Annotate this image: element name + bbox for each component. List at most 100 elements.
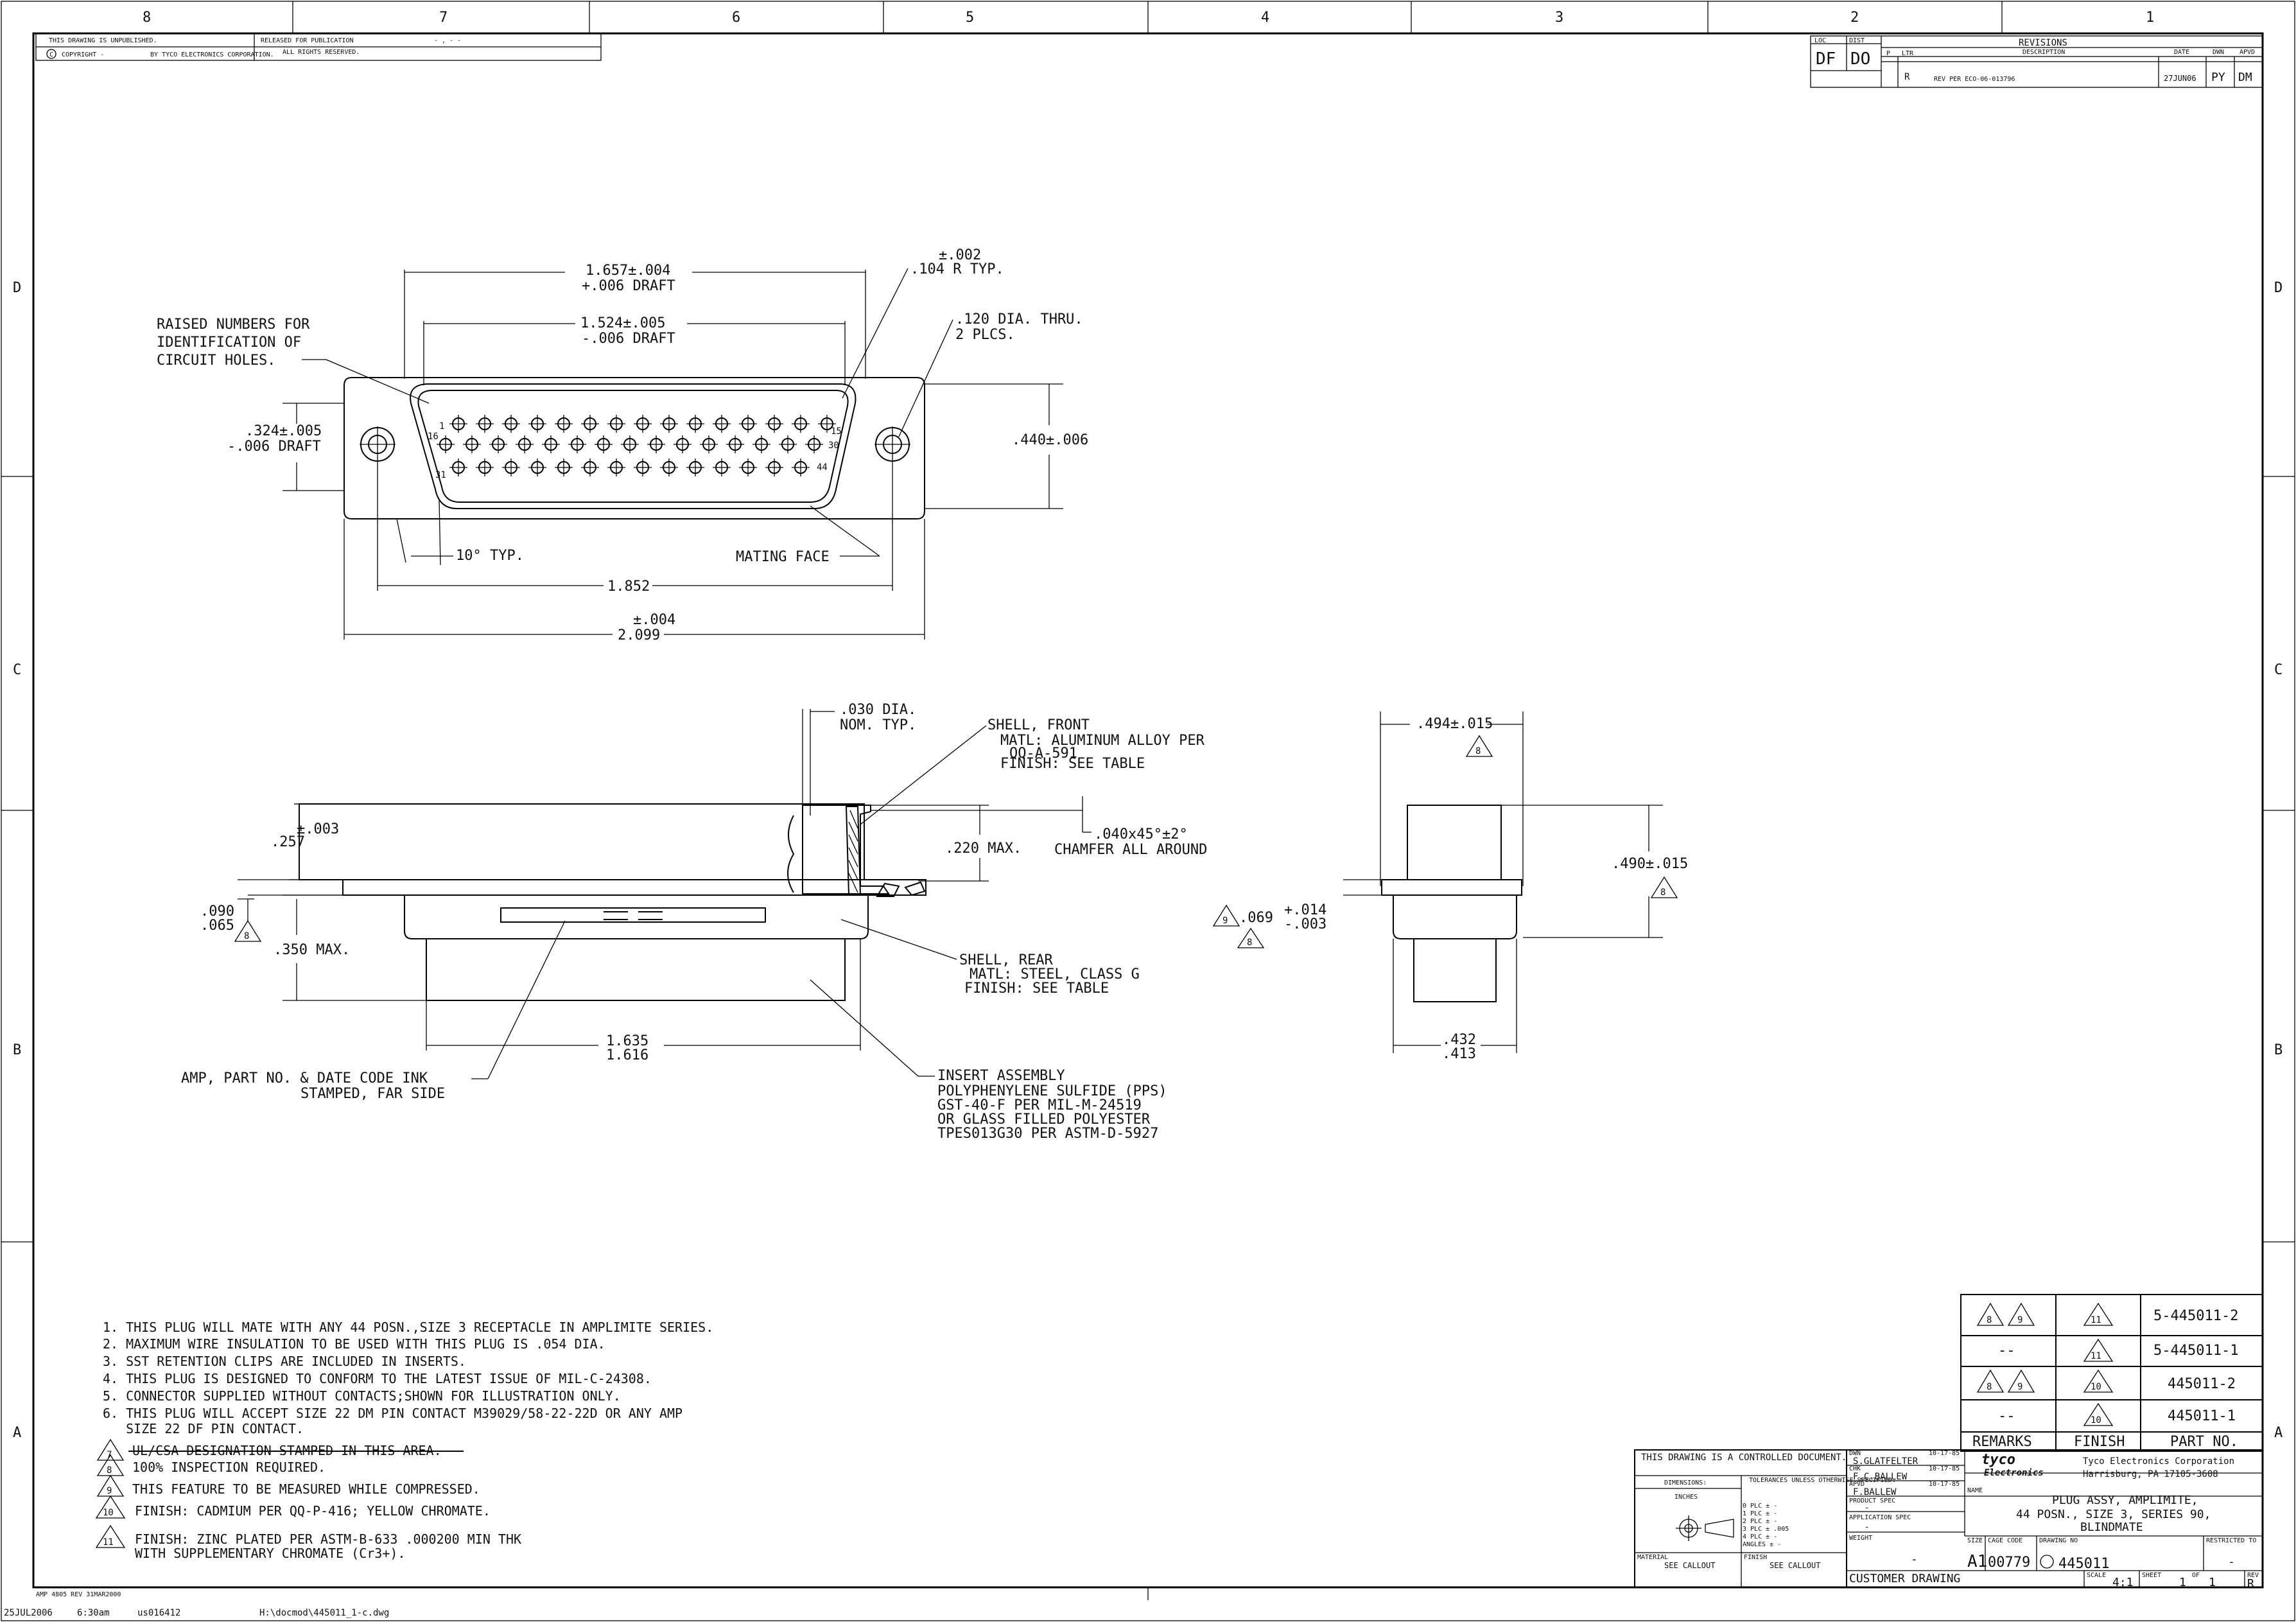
header-released-value: - , - - [434,37,461,44]
pin-label-16: 16 [428,432,439,442]
scale-value: 4:1 [2112,1576,2134,1589]
dim-490: .490±.015 [1612,856,1688,872]
dim-1524-draft: -.006 DRAFT [582,331,675,347]
zone-row-a-right: A [2274,1425,2283,1441]
revisions-block: REVISIONS LOC DIST DF DO P LTR DESCRIPTI… [1810,35,2263,88]
tol-angles: ANGLES ± - [1743,1541,1781,1548]
dimensions-label: DIMENSIONS: [1664,1479,1707,1487]
dim-r-tol: ±.002 [939,247,981,263]
controlled-doc: THIS DRAWING IS A CONTROLLED DOCUMENT. [1641,1452,1847,1463]
d-shell-inner [417,390,849,503]
end-view: .494±.015 .490±.015 .069 +.014 -.003 .43… [1239,711,1688,1062]
material-value: SEE CALLOUT [1664,1561,1715,1570]
dim-440: .440±.006 [1012,432,1088,448]
material-label: MATERIAL [1637,1554,1668,1561]
zone-row-d-right: D [2274,280,2283,296]
pin-label-31: 31 [435,470,446,480]
angle-typ: 10° TYP. [456,548,524,564]
dwn-date: 10-17-85 [1929,1450,1960,1457]
dim-1524: 1.524±.005 [580,315,665,331]
flag-9-end: 9 [1212,904,1240,927]
restricted-label: RESTRICTED TO [2206,1537,2256,1544]
dim-r: .104 R TYP. [910,261,1004,277]
tbl-flag-8a: 8 [1987,1315,1992,1325]
apvd-date: 10-17-85 [1929,1481,1960,1488]
apvd-name: F.BALLEW [1853,1487,1897,1497]
pin-label-30: 30 [828,440,839,451]
tbl-flag-10a: 10 [2091,1382,2101,1392]
plot-user: us016412 [137,1608,180,1618]
header-by: BY TYCO ELECTRONICS CORPORATION. [150,51,274,58]
tol-0plc: 0 PLC ± - [1743,1503,1777,1510]
dist-label: DIST [1849,37,1865,44]
app-spec-value: - [1865,1522,1869,1531]
dim-257: .257 [271,834,305,850]
header-unpublished: THIS DRAWING IS UNPUBLISHED. [49,37,157,44]
tbl-flag-10b: 10 [2091,1415,2101,1426]
note-1: 1. THIS PLUG WILL MATE WITH ANY 44 POSN.… [103,1320,713,1335]
svg-text:11: 11 [103,1537,114,1548]
rev-col-description: DESCRIPTION [2022,49,2065,56]
part-row-1: 5-445011-2 [2153,1308,2238,1324]
zone-col-7: 7 [439,10,448,26]
rev-col-date: DATE [2174,49,2189,56]
end-front-shell [1407,805,1502,880]
weight-label: WEIGHT [1849,1535,1872,1542]
raised-note-2: IDENTIFICATION OF [157,335,301,351]
sheet-label: SHEET [2142,1572,2161,1579]
title-block: THIS DRAWING IS A CONTROLLED DOCUMENT. D… [1634,1449,2263,1591]
svg-text:9: 9 [107,1486,112,1496]
rev-ltr: R [1904,72,1910,82]
finish-value: SEE CALLOUT [1770,1561,1820,1570]
svg-text:9: 9 [1222,916,1228,926]
plot-date: 25JUL2006 [4,1608,53,1618]
chk-label: CHK [1849,1465,1861,1472]
shell-front-3: QQ-A-591 [1009,746,1077,762]
zone-col-3: 3 [1555,10,1563,26]
insert-4: OR GLASS FILLED POLYESTER [937,1112,1151,1128]
rev-dwn: PY [2211,71,2225,84]
size-label: SIZE [1967,1537,1983,1544]
zone-labels: 8 7 6 5 4 3 2 1 D C B A D C B A [13,10,2283,1441]
dim-324: .324±.005 [245,423,322,439]
zone-row-b-right: B [2274,1042,2283,1058]
dwn-label: DWN [1849,1450,1861,1457]
file-path: H:\docmod\445011_1-c.dwg [259,1608,389,1618]
tol-1plc: 1 PLC ± - [1743,1510,1777,1517]
tol-2plc: 2 PLC ± - [1743,1518,1777,1525]
svg-text:8: 8 [1475,746,1481,756]
rev-col-dwn: DWN [2213,49,2224,56]
cage-label: CAGE CODE [1988,1537,2022,1544]
shell-front-2: MATL: ALUMINUM ALLOY PER [1000,733,1205,749]
flag-9-note: 9 [96,1474,125,1497]
zone-col-2: 2 [1850,10,1859,26]
dim-069: .069 [1239,910,1273,926]
header-released: RELEASED FOR PUBLICATION [261,37,354,44]
size-value: A1 [1967,1552,1987,1571]
pin-label-15: 15 [831,426,842,437]
flag-11-note: 11 [95,1524,126,1548]
shell-rear-1: SHELL, REAR [959,952,1053,968]
rev-value: R [2247,1577,2254,1591]
product-spec-value: - [1865,1503,1869,1512]
dim-1657: 1.657±.004 [586,263,670,279]
zone-row-d-left: D [13,280,21,296]
tbl-flag-11a: 11 [2091,1315,2101,1325]
part-name-2: 44 POSN., SIZE 3, SERIES 90, [2016,1508,2211,1521]
header-part: PART NO. [2170,1434,2238,1450]
chk-name: F.C.BALLEW [1853,1472,1908,1482]
zone-row-b-left: B [13,1042,21,1058]
dim-413: .413 [1442,1046,1476,1062]
rev-col-ltr: LTR [1902,50,1914,57]
zone-col-4: 4 [1261,10,1269,26]
dim-030-nom: NOM. TYP. [840,717,916,733]
note-10: FINISH: CADMIUM PER QQ-P-416; YELLOW CHR… [135,1503,491,1519]
break-line [787,815,795,893]
weight-value: - [1911,1553,1918,1566]
inches-label: INCHES [1674,1494,1698,1501]
tbl-flag-8b: 8 [1987,1382,1992,1392]
part-name-3: BLINDMATE [2080,1521,2143,1534]
dim-090: .090 [200,903,234,920]
